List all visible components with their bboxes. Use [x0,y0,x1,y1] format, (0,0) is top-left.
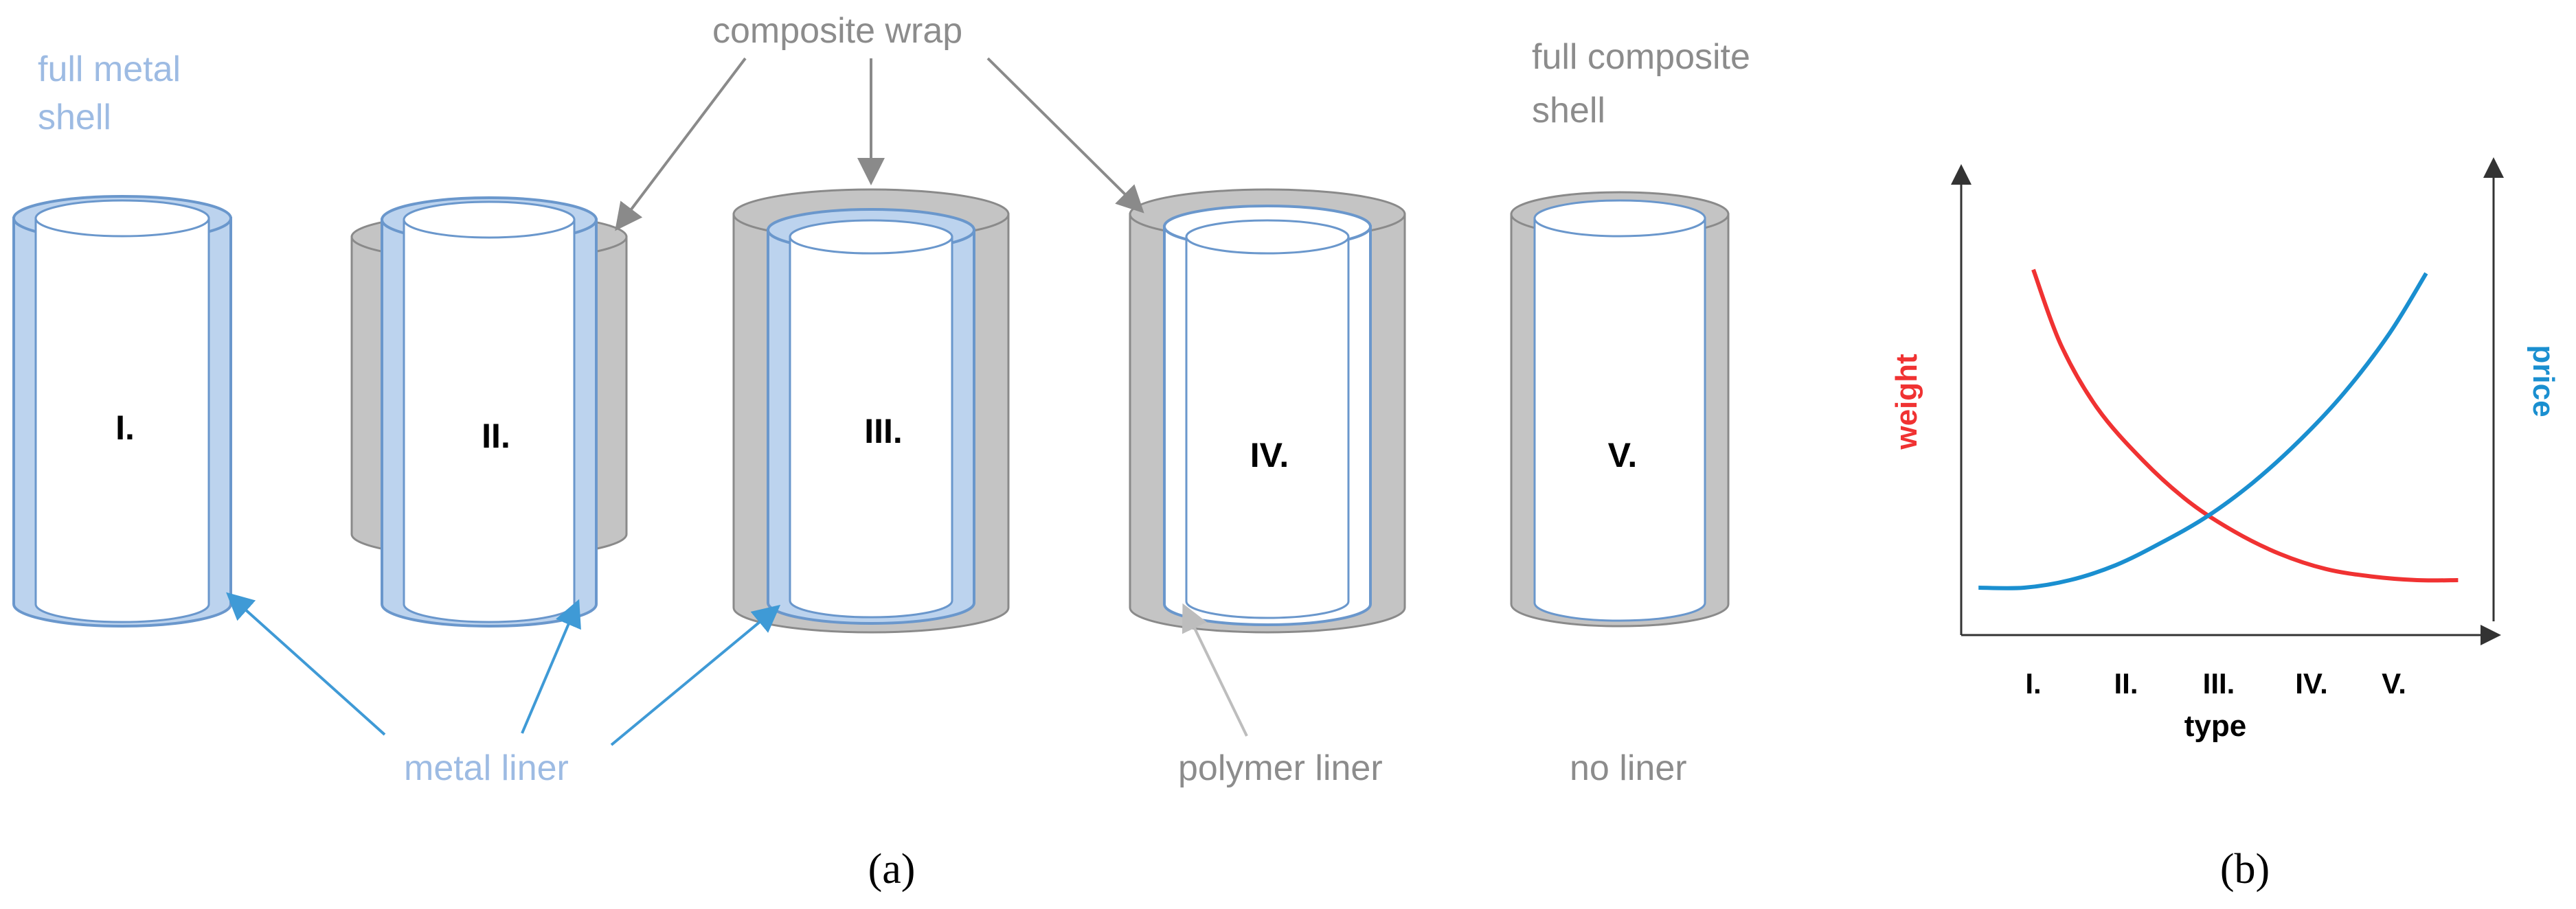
series-weight-line [2031,268,2459,583]
x-axis-title: type [2184,709,2246,743]
y-axis-title-left: weight [1890,354,1923,450]
x-tick-label: III. [2203,667,2235,700]
label-full-metal-shell-line1: full metal [38,49,181,89]
label-full-composite-shell-line1: full composite [1532,37,1750,77]
x-tick-label: V. [2382,667,2406,700]
vessel-type-iii: III. [732,188,1010,634]
arrow-metal-liner-i [226,592,386,736]
x-tick-label: IV. [2295,667,2328,700]
x-tick-labels: I. II. III. IV. V. [2025,667,2406,700]
label-no-liner: no liner [1570,748,1687,788]
vessel-type-v: V. [1510,191,1730,628]
vessel-type-ii: II. [350,196,628,628]
arrow-composite-wrap-ii [615,57,747,231]
caption-b: (b) [2220,846,2270,893]
vessel-type-i: I. [12,195,232,628]
label-composite-wrap: composite wrap [712,11,962,51]
arrow-metal-liner-ii [521,599,581,734]
panel-a: I. II. III. [12,11,1750,893]
caption-a: (a) [868,846,916,893]
series-price-line [1978,272,2428,590]
vessel-type-iv: IV. [1129,188,1406,634]
type-label-iv: IV. [1250,436,1289,474]
label-polymer-liner: polymer liner [1178,748,1383,788]
label-full-composite-shell-line2: shell [1532,91,1605,130]
arrow-metal-liner-iii [610,604,781,746]
label-full-metal-shell-line2: shell [38,97,111,137]
panel-b-chart: I. II. III. IV. V. type weight price (b) [1890,157,2560,893]
type-label-ii: II. [482,417,510,455]
x-tick-label: II. [2114,667,2138,700]
arrow-composite-wrap-iv [986,57,1144,214]
y-axis-title-right: price [2527,345,2560,417]
label-metal-liner: metal liner [404,748,569,788]
arrow-polymer-liner [1182,603,1248,737]
type-label-i: I. [115,409,135,447]
x-tick-label: I. [2025,667,2041,700]
type-label-iii: III. [864,412,903,450]
type-label-v: V. [1608,436,1638,474]
